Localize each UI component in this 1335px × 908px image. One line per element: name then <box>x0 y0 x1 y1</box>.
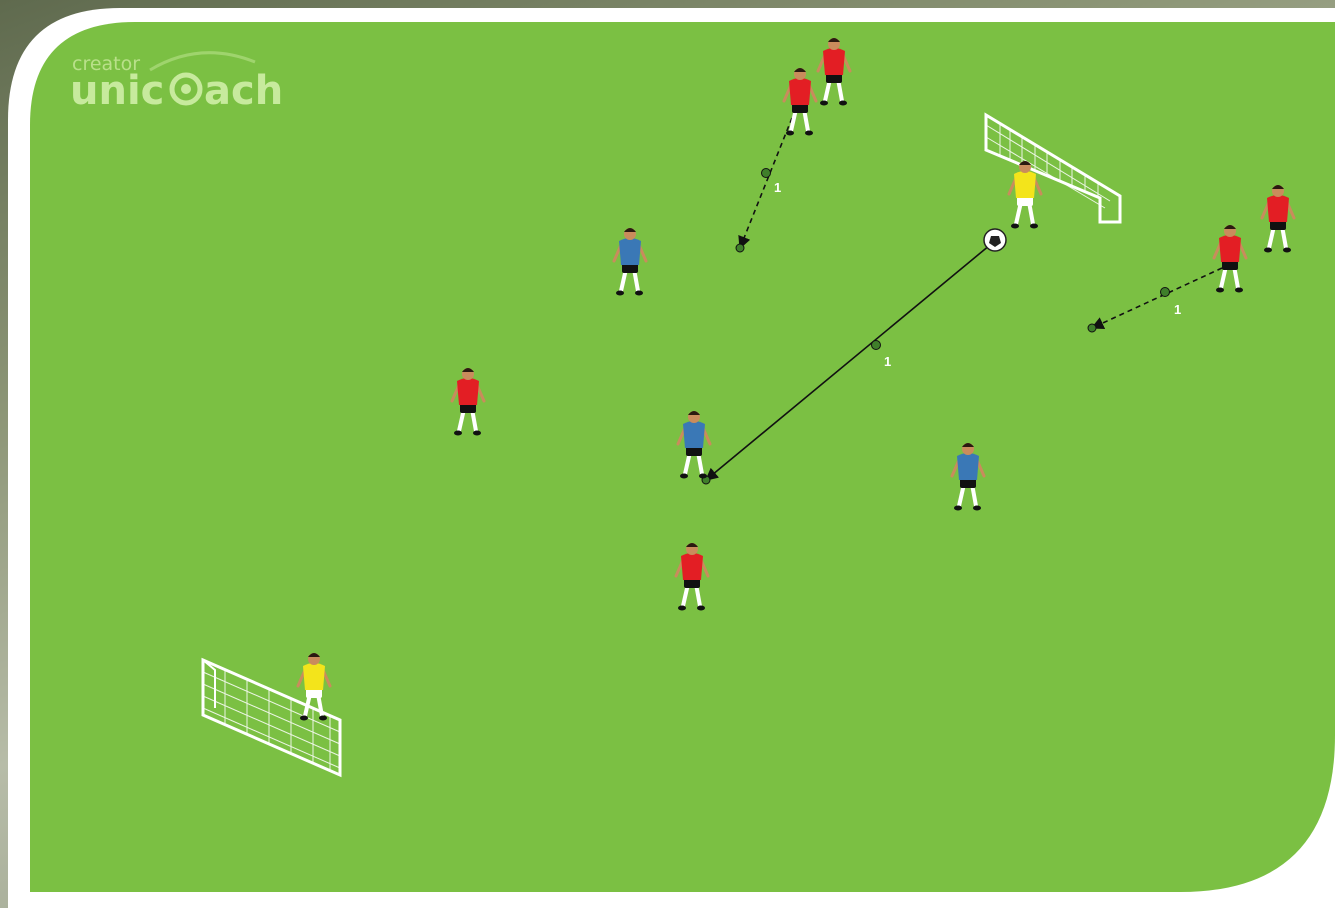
movement-label-1: 1 <box>884 354 891 369</box>
logo-brand-prefix: unic <box>70 68 164 114</box>
movement-label-2: 1 <box>774 180 781 195</box>
ball <box>984 229 1006 251</box>
movement-label-3: 1 <box>1174 302 1181 317</box>
logo-brand-suffix: ach <box>204 68 283 114</box>
pitch <box>30 22 1335 892</box>
